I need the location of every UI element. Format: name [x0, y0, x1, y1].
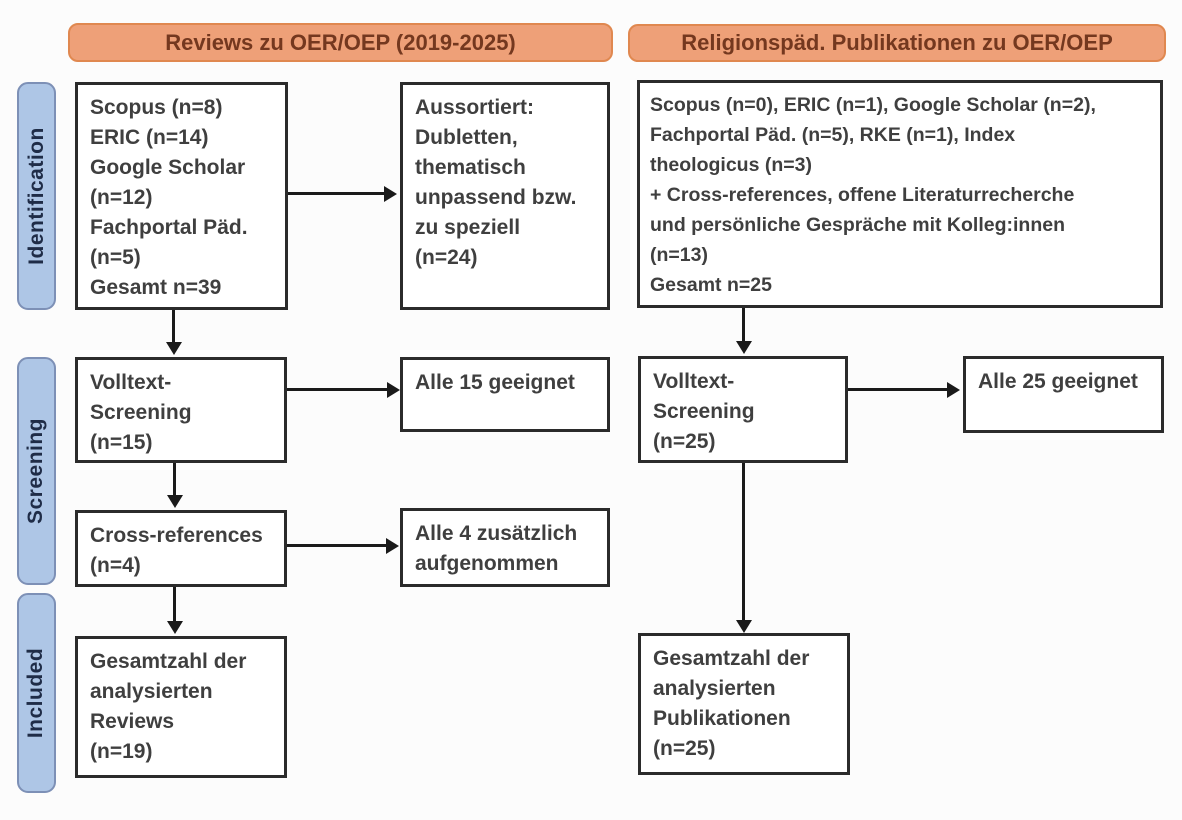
node-right-fulltext-result: Alle 25 geeignet	[963, 356, 1164, 433]
arrow-left-crossref-to-result	[287, 538, 399, 554]
column-header-religionspaed: Religionspäd. Publikationen zu OER/OEP	[628, 24, 1166, 62]
node-left-crossref-result: Alle 4 zusätzlich aufgenommen	[400, 508, 610, 587]
column-header-reviews: Reviews zu OER/OEP (2019-2025)	[68, 23, 613, 62]
arrow-right-sources-to-fulltext	[736, 308, 752, 354]
arrow-left-sources-to-fulltext	[166, 310, 182, 355]
stage-label-screening-text: Screening	[24, 417, 48, 525]
stage-label-identification-text: Identification	[24, 127, 48, 265]
stage-label-included: Included	[17, 593, 56, 793]
node-left-sources: Scopus (n=8) ERIC (n=14) Google Scholar …	[75, 82, 288, 310]
node-left-fulltext-result: Alle 15 geeignet	[400, 357, 610, 432]
arrow-left-fulltext-to-crossref	[167, 463, 183, 508]
node-right-fulltext-screening: Volltext- Screening (n=25)	[638, 356, 848, 463]
stage-label-identification: Identification	[17, 82, 56, 310]
node-right-included-total: Gesamtzahl der analysierten Publikatione…	[638, 633, 850, 775]
node-left-fulltext-screening: Volltext- Screening (n=15)	[75, 357, 287, 463]
arrow-left-fulltext-to-result	[287, 382, 400, 398]
arrow-right-fulltext-to-result	[848, 382, 960, 398]
node-left-included-total: Gesamtzahl der analysierten Reviews (n=1…	[75, 636, 287, 778]
arrow-right-fulltext-to-included	[736, 463, 752, 633]
node-left-excluded: Aussortiert: Dubletten, thematisch unpas…	[400, 82, 610, 310]
node-right-sources: Scopus (n=0), ERIC (n=1), Google Scholar…	[637, 80, 1163, 308]
arrow-left-crossref-to-included	[167, 587, 183, 634]
arrow-left-sources-to-excluded	[288, 186, 397, 202]
stage-label-included-text: Included	[24, 647, 48, 739]
node-left-crossref: Cross-references (n=4)	[75, 510, 287, 587]
stage-label-screening: Screening	[17, 357, 56, 585]
